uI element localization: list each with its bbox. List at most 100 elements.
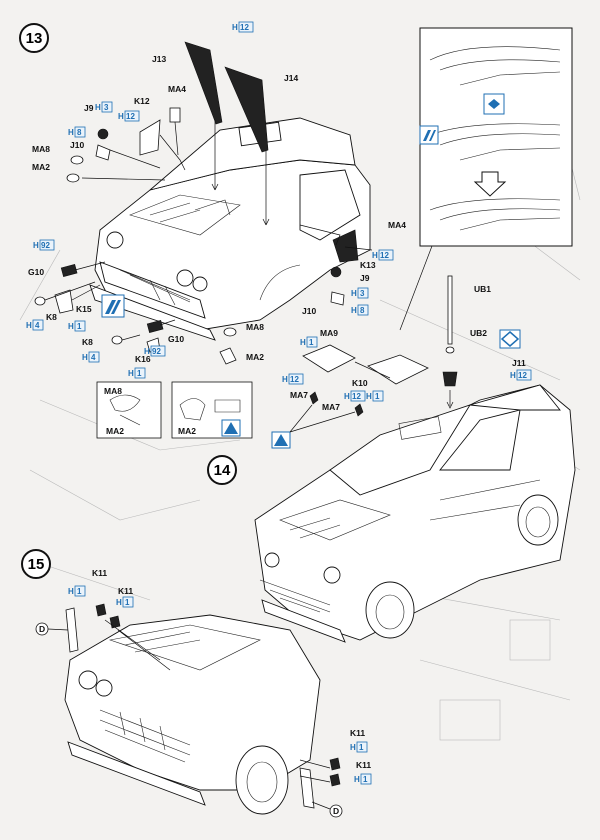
h-tag-number: 1 (125, 598, 130, 607)
part-label: MA2 (106, 426, 124, 436)
drawing-stroke (311, 801, 331, 810)
drawing-stroke (500, 331, 520, 347)
h-tag-prefix: H (354, 775, 360, 784)
drawing-stroke (88, 351, 100, 363)
drawing-stroke (174, 121, 179, 156)
part-label: K12 (134, 96, 150, 106)
part-label: K15 (76, 304, 92, 314)
drawing-stroke (129, 194, 241, 236)
drawing-stroke (122, 596, 134, 608)
drawing-stroke (95, 679, 113, 697)
drawing-stroke (32, 319, 44, 331)
drawing-stroke (259, 579, 331, 613)
drawing-stroke (323, 566, 341, 584)
h-tag-number: 12 (290, 375, 299, 384)
decal-ma8-b (223, 327, 237, 337)
flap-k11-d (329, 773, 341, 787)
h-tag-number: 8 (360, 306, 365, 315)
drawing-stroke (261, 599, 346, 643)
mudflap-right (299, 767, 315, 809)
drawing-stroke (299, 759, 331, 783)
h-tag-prefix: H (232, 23, 238, 32)
h-tag-number: 92 (152, 347, 161, 356)
part-label: K11 (356, 760, 371, 770)
h-tag-number: 1 (137, 369, 142, 378)
h-tag-prefix: H (372, 251, 378, 260)
drawing-stroke (106, 231, 124, 249)
h-tag-prefix: H (116, 598, 122, 607)
h-tag-prefix: H (282, 375, 288, 384)
panel-k10 (367, 354, 429, 385)
part-label: J9 (360, 273, 370, 283)
cap-j9 (97, 128, 109, 140)
part-label: K11 (118, 586, 133, 596)
drawing-stroke (149, 202, 201, 223)
drawing-stroke (109, 149, 161, 169)
drawing-stroke (372, 390, 384, 402)
drawing-stroke (288, 373, 304, 385)
h-tag-prefix: H (351, 306, 357, 315)
drawing-stroke (429, 46, 561, 86)
drawing-stroke (357, 287, 369, 299)
drawing-stroke (429, 123, 561, 161)
part-label: G10 (168, 334, 184, 344)
drawing-stroke (78, 670, 98, 690)
drawing-stroke (350, 390, 366, 402)
mount-j10 (95, 144, 111, 161)
drawing-stroke (525, 506, 551, 538)
part-label: MA2 (246, 352, 264, 362)
drawing-stroke (99, 709, 191, 763)
cap-j9-right (330, 266, 342, 278)
h-tag-prefix: H (118, 112, 124, 121)
drawing-stroke (469, 384, 561, 411)
h-tag-prefix: H (33, 241, 39, 250)
decal-ma2 (66, 173, 80, 183)
step-15-car (64, 603, 341, 815)
part-label: MA8 (246, 322, 264, 332)
part-label: J11 (512, 358, 526, 368)
drawing-stroke (99, 261, 206, 319)
part-label: MA4 (168, 84, 186, 94)
decal-ma2-b (219, 347, 237, 365)
h-tag-prefix: H (68, 587, 74, 596)
part-label: K11 (92, 568, 107, 578)
drawing-stroke (134, 367, 146, 379)
antenna-ub1 (447, 275, 453, 345)
h-tag-number: 1 (375, 392, 380, 401)
part-label: MA7 (290, 390, 308, 400)
h-tag-prefix: H (95, 103, 101, 112)
detail-panel (399, 27, 573, 331)
drawing-stroke (306, 336, 318, 348)
part-label: G10 (28, 267, 44, 277)
step-14-car (254, 384, 576, 643)
paint-stripe-icon (101, 294, 125, 318)
part-label: MA9 (320, 328, 338, 338)
drawing-stroke (279, 499, 391, 541)
h-tag-number: 3 (360, 289, 365, 298)
drawing-stroke (365, 581, 415, 639)
flap-k11-a (95, 603, 107, 617)
h-tag-number: 4 (91, 353, 96, 362)
drawing-stroke (429, 479, 541, 521)
drawing-stroke (47, 628, 69, 631)
drawing-stroke (179, 398, 241, 421)
drawing-stroke (264, 552, 280, 568)
drawing-stroke (423, 130, 436, 141)
drawing-stroke (150, 345, 166, 357)
h-tag-number: 1 (77, 587, 82, 596)
down-arrow-icon (473, 171, 507, 197)
drawing-stroke (259, 264, 301, 301)
h-tag-prefix: H (68, 128, 74, 137)
h-tag-prefix: H (344, 392, 350, 401)
